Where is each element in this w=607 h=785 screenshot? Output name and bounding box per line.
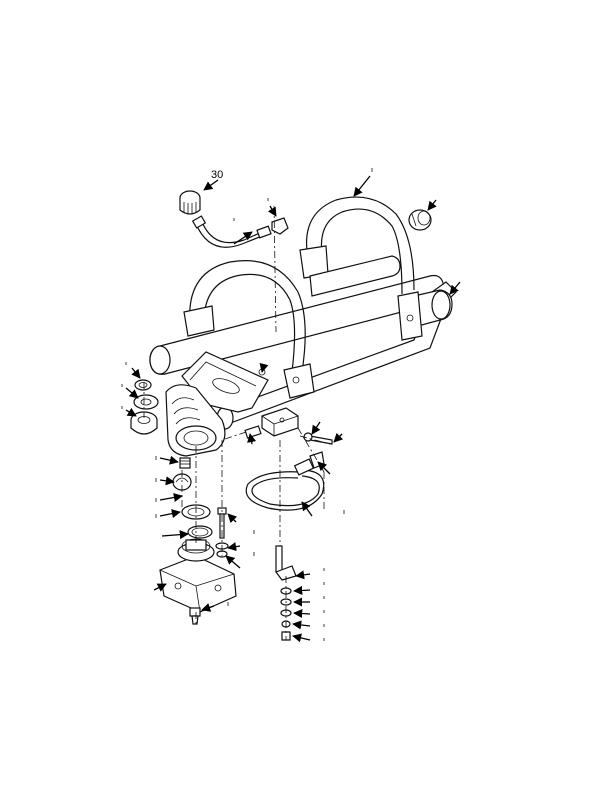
top-hose bbox=[191, 215, 272, 248]
hose-cap-30 bbox=[179, 190, 201, 215]
elbow-fitting-top bbox=[271, 217, 289, 235]
swivel-housing bbox=[165, 384, 226, 457]
washer-left-2 bbox=[133, 394, 159, 410]
base-mount bbox=[159, 538, 237, 613]
assembly-centerlines bbox=[143, 205, 331, 640]
callout-30-label: 30 bbox=[211, 169, 223, 181]
leader-arrows bbox=[125, 175, 461, 643]
rear-hoop-strap bbox=[299, 196, 423, 341]
manifold-block bbox=[261, 407, 299, 437]
spring-part bbox=[179, 457, 191, 469]
adapter-fitting-left bbox=[244, 425, 262, 439]
pin-with-tab bbox=[275, 545, 297, 581]
index-ticks bbox=[121, 168, 373, 641]
o-ring bbox=[187, 525, 213, 539]
end-cap-right bbox=[408, 209, 432, 231]
washer-left-1 bbox=[134, 379, 152, 391]
rear-hoop-cross-tube bbox=[309, 255, 401, 297]
coiled-hose bbox=[245, 451, 325, 511]
frame-tube-upper bbox=[149, 274, 445, 375]
frame-tube-end-right bbox=[413, 289, 453, 327]
grease-fitting bbox=[189, 607, 201, 625]
front-hoop-strap bbox=[183, 260, 315, 399]
bolt-right bbox=[303, 432, 333, 445]
